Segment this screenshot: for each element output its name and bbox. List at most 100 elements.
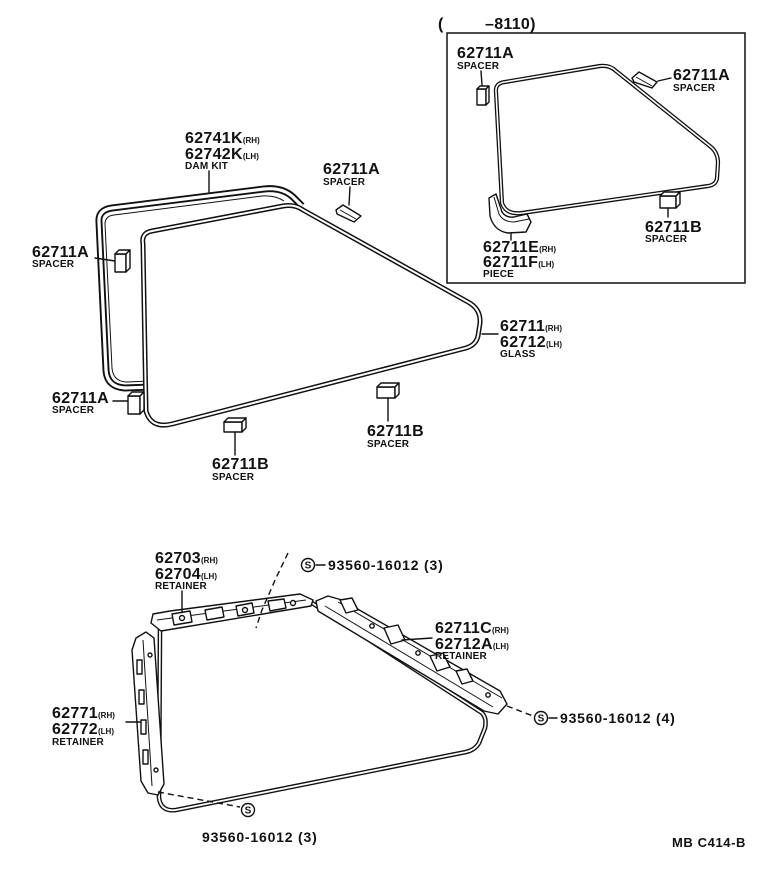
part-number: 62771 (52, 705, 98, 722)
part-name: GLASS (500, 349, 536, 360)
quantity: (3) (298, 829, 318, 845)
quarter-glass-assembly: 62741K(RH) 62742K(LH) DAM KIT 62711A SPA… (32, 130, 562, 483)
inset-piece-callout: 62711E(RH) 62711F(LH) PIECE (483, 239, 556, 280)
inset-spacer-top-left-callout: 62711A SPACER (457, 45, 514, 72)
part-name: SPACER (673, 83, 716, 94)
screw-part-number: 93560-16012 (4) (560, 710, 676, 726)
inset-range-open: ( (438, 16, 444, 33)
part-name: SPACER (32, 259, 75, 270)
part-number: 62711B (367, 423, 424, 440)
part-number-lh: 62742K(LH) (185, 146, 259, 163)
upper-retainer (150, 552, 314, 632)
part-name: SPACER (52, 405, 95, 416)
part-number: 62742K (185, 146, 243, 163)
part-name: RETAINER (155, 581, 208, 592)
inset-piece (488, 193, 532, 241)
front-retainer-callout: 62771(RH) 62772(LH) RETAINER (52, 705, 115, 748)
spacer-right-callout: 62711B SPACER (367, 423, 424, 450)
part-number-lh: 62711F(LH) (483, 254, 555, 271)
inset-spacer-bottom-callout: 62711B SPACER (645, 219, 702, 245)
spacer-right (376, 382, 400, 422)
side-label: (RH) (201, 556, 218, 565)
side-label: (LH) (493, 642, 509, 651)
inset-frame (446, 32, 746, 284)
part-number: 62712A (435, 636, 493, 653)
spacer-left-upper (94, 249, 131, 273)
side-label: (RH) (492, 626, 509, 635)
spacer-left-upper-callout: 62711A SPACER (32, 244, 89, 270)
part-number: 62711 (500, 318, 545, 335)
part-number-rh: 62711C(RH) (435, 620, 509, 637)
spacer-left-lower (112, 391, 145, 415)
part-name: PIECE (483, 269, 514, 280)
screw-symbol: S (245, 806, 252, 817)
part-name: RETAINER (52, 737, 105, 748)
part-number: 62741K (185, 130, 243, 147)
screw-symbol-icon (240, 802, 256, 818)
rear-retainer (315, 595, 534, 717)
upper-retainer-callout: 62703(RH) 62704(LH) RETAINER (155, 550, 218, 592)
side-label: (LH) (243, 152, 259, 161)
diagram-code: MB C414-B (672, 835, 746, 850)
part-name: SPACER (212, 472, 255, 483)
glass-callout: 62711(RH) 62712(LH) GLASS (500, 318, 562, 360)
part-name: SPACER (645, 234, 688, 245)
part-number: 62711E (483, 239, 539, 256)
part-number: 62711A (323, 161, 380, 178)
retainer-assembly: 62703(RH) 62704(LH) RETAINER S 93560-160… (52, 550, 676, 845)
side-label: (LH) (201, 572, 217, 581)
screw-symbol-icon (533, 710, 549, 726)
quantity: (4) (656, 710, 676, 726)
quantity: (3) (424, 557, 444, 573)
inset-range-label: –8110) (485, 16, 536, 33)
part-number: 62711F (483, 254, 538, 271)
front-retainer (125, 631, 241, 808)
inset-spacer-bottom (659, 191, 681, 218)
dam-kit (95, 170, 305, 392)
part-name: RETAINER (435, 651, 488, 662)
rear-screw-callout: S 93560-16012 (4) (533, 710, 676, 726)
spacer-bottom (223, 417, 247, 456)
screw-part-number: 93560-16012 (3) (202, 829, 318, 845)
part-number-lh: 62772(LH) (52, 721, 114, 738)
inset-spacer-top-right (631, 71, 672, 89)
part-name: SPACER (457, 61, 500, 72)
part-number-rh: 62771(RH) (52, 705, 115, 722)
part-name: SPACER (323, 177, 366, 188)
screw-symbol: S (538, 714, 545, 725)
inset-panel: ( –8110) 62711A SPACER 62711A SPACER (438, 16, 746, 284)
part-number: 93560-16012 (202, 829, 293, 845)
spacer-top (335, 186, 362, 223)
screw-symbol: S (305, 561, 312, 572)
side-label: (LH) (538, 260, 554, 269)
part-number: 62711A (52, 390, 109, 407)
side-label: (RH) (98, 711, 115, 720)
inset-spacer-top-left (476, 70, 490, 106)
inset-spacer-top-right-callout: 62711A SPACER (673, 67, 730, 94)
spacer-left-lower-callout: 62711A SPACER (52, 390, 109, 416)
part-number: 93560-16012 (560, 710, 651, 726)
part-name: DAM KIT (185, 161, 228, 172)
part-number-lh: 62712(LH) (500, 334, 562, 351)
spacer-top-callout: 62711A SPACER (323, 161, 380, 188)
quarter-glass (140, 203, 499, 428)
side-label: (RH) (243, 136, 260, 145)
part-number: 62711A (32, 244, 89, 261)
spacer-bottom-callout: 62711B SPACER (212, 456, 269, 483)
rear-retainer-callout: 62711C(RH) 62712A(LH) RETAINER (435, 620, 509, 662)
part-number: 62711B (645, 219, 702, 236)
part-number: 62772 (52, 721, 98, 738)
part-number: 62712 (500, 334, 546, 351)
side-label: (RH) (545, 324, 562, 333)
part-number: 62711A (673, 67, 730, 84)
part-number: 62711B (212, 456, 269, 473)
part-number-rh: 62703(RH) (155, 550, 218, 567)
upper-screw-callout: S 93560-16012 (3) (300, 557, 444, 573)
part-number: 62703 (155, 550, 201, 567)
part-number-rh: 62741K(RH) (185, 130, 260, 147)
dam-kit-callout: 62741K(RH) 62742K(LH) DAM KIT (185, 130, 260, 172)
screw-symbol-icon (300, 557, 316, 573)
part-number-rh: 62711E(RH) (483, 239, 556, 256)
part-number-lh: 62712A(LH) (435, 636, 509, 653)
